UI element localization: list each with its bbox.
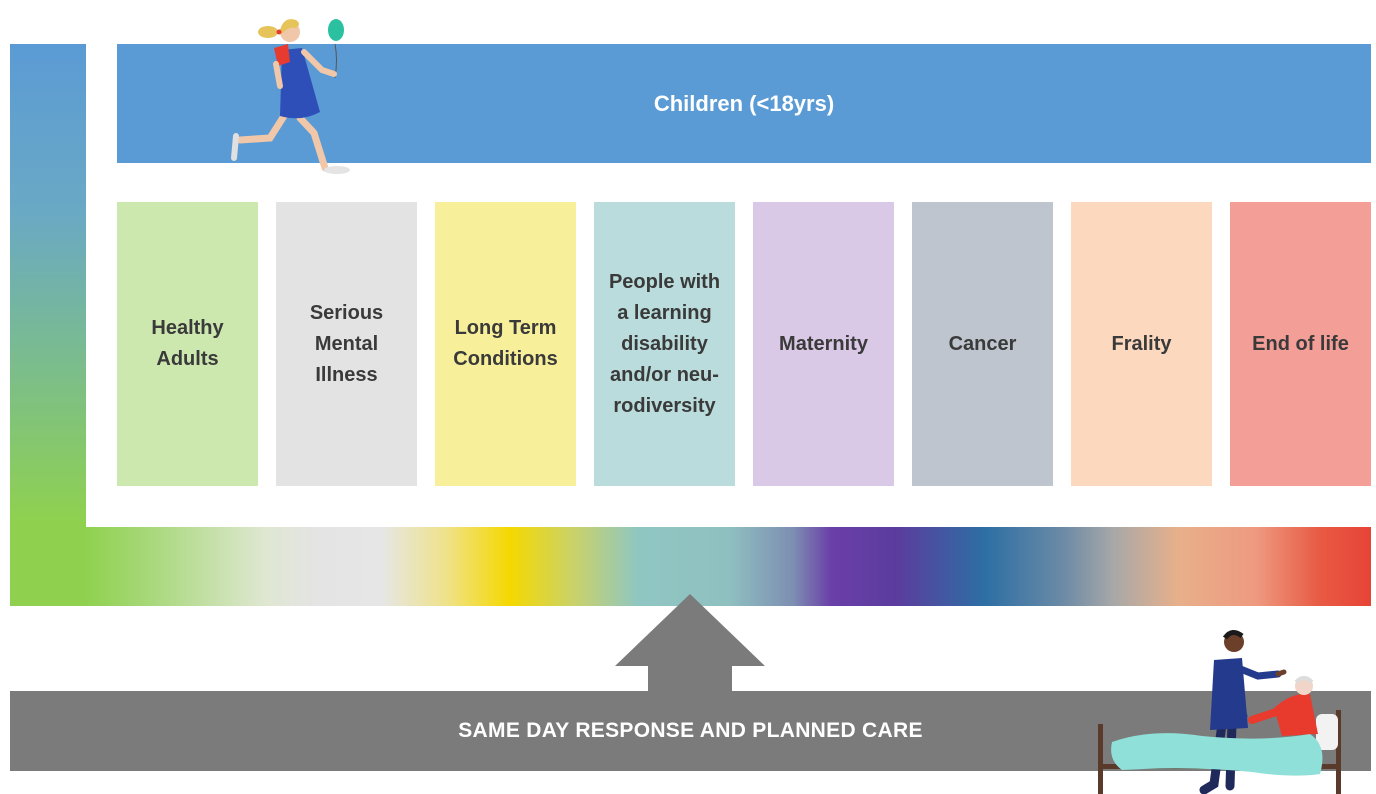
left-gradient-bar xyxy=(10,44,86,606)
group-card-label-line: Frality xyxy=(1111,332,1172,355)
nurse-with-patient-in-bed-icon xyxy=(1098,630,1341,794)
group-card-label-line: Conditions xyxy=(453,348,558,370)
group-card-long-term-conditions: Long Term Conditions xyxy=(435,202,576,486)
group-card-label-line: Serious xyxy=(309,301,384,324)
group-card-label-line: Maternity xyxy=(779,332,868,355)
up-arrow-icon xyxy=(615,594,765,691)
group-card-label-line: Mental xyxy=(314,332,379,355)
same-day-response-label: SAME DAY RESPONSE AND PLANNED CARE xyxy=(458,719,923,742)
group-card-label-line: and/or neu- xyxy=(610,363,719,386)
group-card-frality: Frality xyxy=(1071,202,1212,486)
group-card-label-line: People with xyxy=(608,270,721,293)
group-card-label-line: Healthy xyxy=(151,317,224,339)
group-card-label-line: Cancer xyxy=(948,332,1017,355)
girl-with-balloon-icon xyxy=(231,19,350,174)
group-card-label-line: rodiversity xyxy=(613,394,716,417)
group-card-label-line: Long Term xyxy=(454,317,557,339)
group-card-label-line: End of life xyxy=(1252,332,1349,355)
children-band-label: Children (<18yrs) xyxy=(653,90,835,116)
group-card-label-line: Adults xyxy=(156,348,219,370)
group-card-serious-mental-illness: Serious Mental Illness xyxy=(276,202,417,486)
group-card-learning-disability: People with a learning disability and/or… xyxy=(594,202,735,486)
group-card-label-line: disability xyxy=(621,332,708,355)
group-card-label-line: Illness xyxy=(315,363,378,386)
population-spectrum-bar xyxy=(86,527,1371,606)
children-band: Children (<18yrs) xyxy=(117,44,1371,163)
group-card-label-line: a learning xyxy=(617,301,712,324)
group-card-cancer: Cancer xyxy=(912,202,1053,486)
group-card-maternity: Maternity xyxy=(753,202,894,486)
group-card-end-of-life: End of life xyxy=(1230,202,1371,486)
group-card-healthy-adults: Healthy Adults xyxy=(117,202,258,486)
